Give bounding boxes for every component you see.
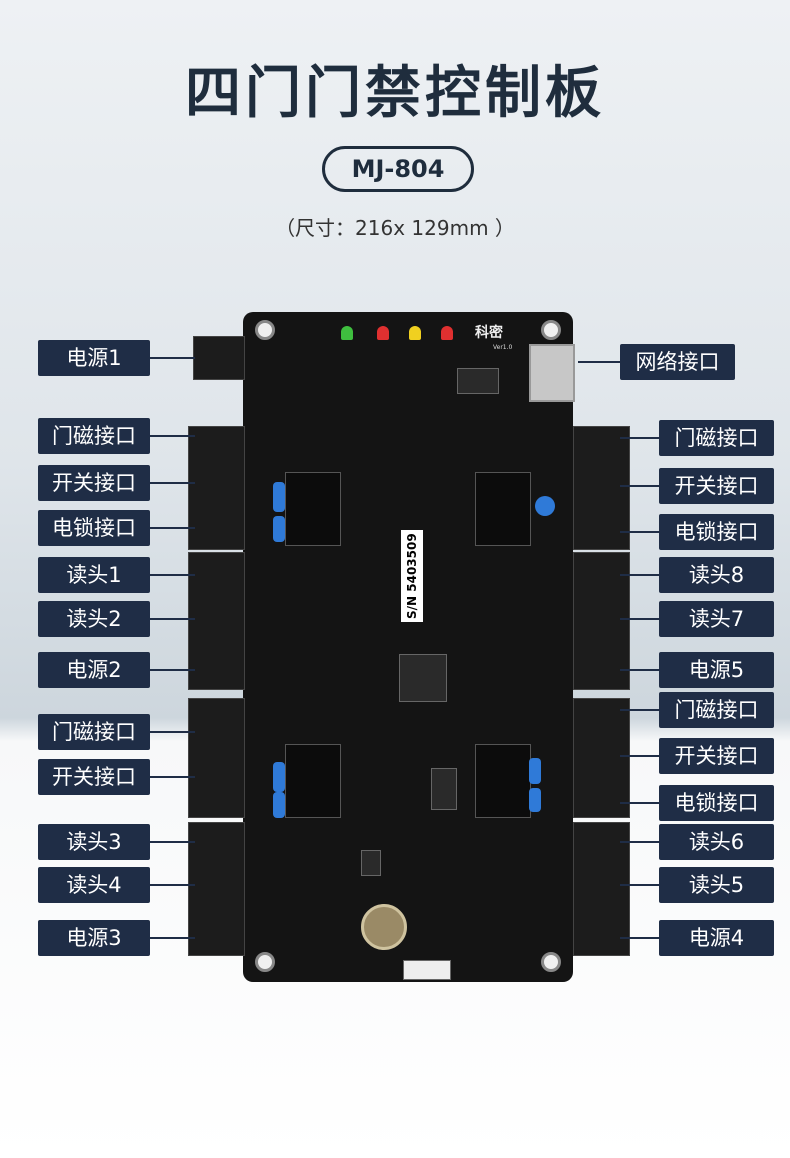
capacitor [273, 792, 285, 818]
leader-line [150, 574, 195, 576]
leader-line [150, 776, 195, 778]
label-network: 网络接口 [620, 344, 735, 380]
terminal-block [573, 822, 630, 956]
terminal-block [573, 426, 630, 550]
label-reader-3: 读头3 [38, 824, 150, 860]
relay [475, 744, 531, 818]
leader-line [620, 709, 659, 711]
relay [475, 472, 531, 546]
leader-line [620, 485, 659, 487]
red-led [441, 326, 453, 340]
ic-chip [431, 768, 457, 810]
controller-board: 科密 Ver1.0 S/N 5403509 [188, 312, 630, 982]
label-switch: 开关接口 [659, 738, 774, 774]
terminal-block [188, 426, 245, 550]
label-power-2: 电源2 [38, 652, 150, 688]
label-reader-1: 读头1 [38, 557, 150, 593]
label-door-sensor: 门磁接口 [38, 418, 150, 454]
label-lock: 电锁接口 [659, 785, 774, 821]
mount-hole [255, 952, 275, 972]
ic-chip [361, 850, 381, 876]
leader-line [150, 731, 195, 733]
leader-line [578, 361, 620, 363]
rj45-port [529, 344, 575, 402]
label-reader-2: 读头2 [38, 601, 150, 637]
terminal-block [188, 698, 245, 818]
leader-line [150, 937, 195, 939]
power-terminal [193, 336, 245, 380]
label-lock: 电锁接口 [38, 510, 150, 546]
label-power-3: 电源3 [38, 920, 150, 956]
capacitor [273, 516, 285, 542]
leader-line [620, 531, 659, 533]
leader-line [620, 618, 659, 620]
coin-battery [361, 904, 407, 950]
capacitor [273, 482, 285, 512]
label-lock: 电锁接口 [659, 514, 774, 550]
leader-line [620, 437, 659, 439]
label-reader-5: 读头5 [659, 867, 774, 903]
relay [285, 472, 341, 546]
leader-line [150, 357, 195, 359]
board-version: Ver1.0 [493, 344, 513, 351]
relay [285, 744, 341, 818]
green-led [341, 326, 353, 340]
mount-hole [255, 320, 275, 340]
mount-hole [541, 320, 561, 340]
label-power-1: 电源1 [38, 340, 150, 376]
terminal-block [188, 822, 245, 956]
label-reader-4: 读头4 [38, 867, 150, 903]
leader-line [620, 755, 659, 757]
label-door-sensor: 门磁接口 [659, 420, 774, 456]
leader-line [620, 574, 659, 576]
terminal-block [188, 552, 245, 690]
leader-line [150, 884, 195, 886]
network-transformer [457, 368, 499, 394]
size-text: （尺寸：216x 129mm ） [275, 216, 515, 240]
brand-logo: 科密 [475, 325, 503, 341]
label-switch: 开关接口 [38, 465, 150, 501]
label-door-sensor: 门磁接口 [659, 692, 774, 728]
leader-line [150, 527, 195, 529]
label-reader-7: 读头7 [659, 601, 774, 637]
leader-line [150, 435, 195, 437]
capacitor [529, 788, 541, 812]
page-title: 四门门禁控制板 [185, 61, 605, 126]
leader-line [620, 802, 659, 804]
mcu-chip [399, 654, 447, 702]
leader-line [620, 841, 659, 843]
label-power-5: 电源5 [659, 652, 774, 688]
capacitor [535, 496, 555, 516]
leader-line [620, 669, 659, 671]
capacitor [273, 762, 285, 792]
leader-line [620, 937, 659, 939]
leader-line [620, 884, 659, 886]
leader-line [150, 482, 195, 484]
serial-sticker: S/N 5403509 [401, 530, 423, 622]
model-badge: MJ-804 [322, 146, 474, 192]
connector [403, 960, 451, 980]
label-power-4: 电源4 [659, 920, 774, 956]
yellow-led [409, 326, 421, 340]
label-switch: 开关接口 [38, 759, 150, 795]
leader-line [150, 669, 195, 671]
terminal-block [573, 698, 630, 818]
capacitor [529, 758, 541, 784]
label-door-sensor: 门磁接口 [38, 714, 150, 750]
leader-line [150, 618, 195, 620]
label-reader-6: 读头6 [659, 824, 774, 860]
leader-line [150, 841, 195, 843]
red-led [377, 326, 389, 340]
mount-hole [541, 952, 561, 972]
label-switch: 开关接口 [659, 468, 774, 504]
label-reader-8: 读头8 [659, 557, 774, 593]
